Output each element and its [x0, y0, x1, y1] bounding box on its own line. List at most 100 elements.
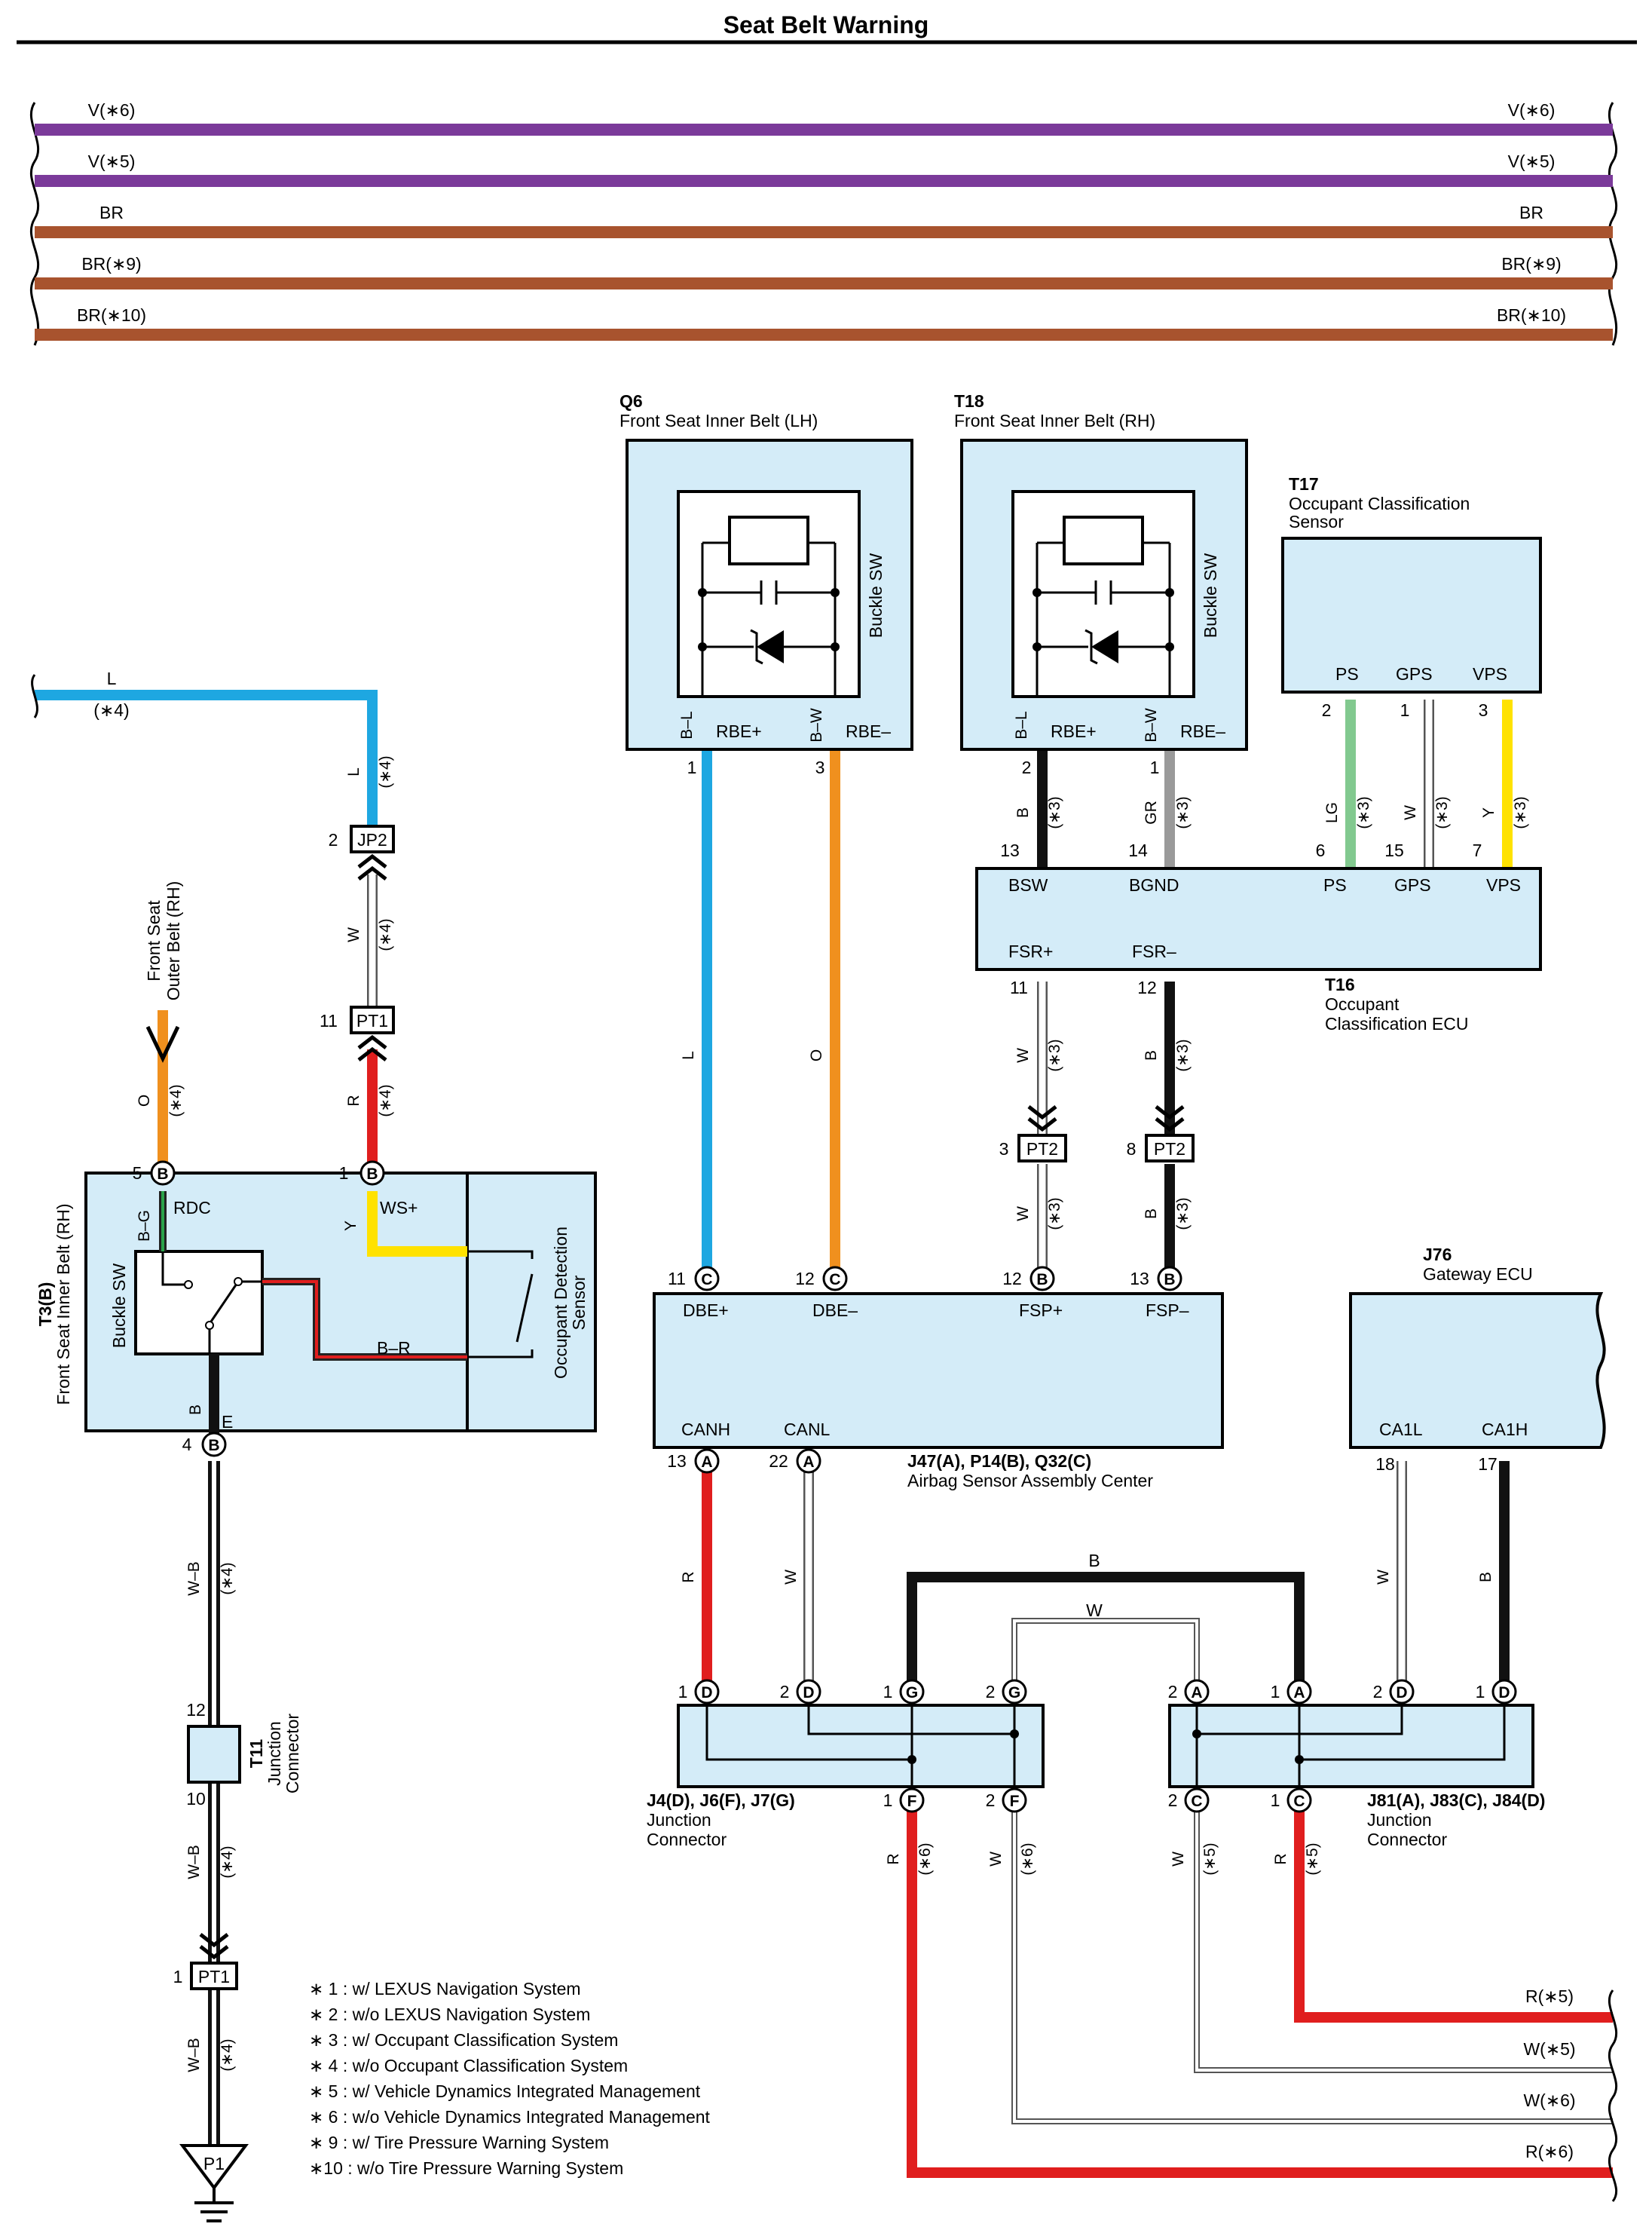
jc-right-pin-letter: C	[1191, 1793, 1202, 1810]
airbag-terminal: FSP+	[1019, 1300, 1063, 1320]
bus-label-left: BR(∗9)	[81, 254, 141, 274]
bus-label-right: BR(∗9)	[1501, 254, 1561, 274]
wire-color-label: R	[885, 1853, 902, 1864]
q6-node	[831, 642, 840, 651]
t18-code: T18	[954, 391, 984, 411]
pt2-right-code: PT2	[1154, 1139, 1185, 1159]
pt2-left-code: PT2	[1026, 1139, 1058, 1159]
jc-left-pin-letter: F	[907, 1793, 917, 1810]
q6-wire-label: B–L	[678, 711, 696, 739]
pt1-bottom-box	[190, 1962, 238, 1990]
t3-switch-blade	[208, 1281, 240, 1325]
q6-node	[831, 588, 840, 597]
t11-name: Connector	[283, 1714, 302, 1793]
wire-end-label: R(∗5)	[1525, 1986, 1574, 2006]
jc-right-bus	[1195, 1701, 1506, 1787]
t18-node	[1165, 642, 1174, 651]
jc-right-name: Connector	[1367, 1830, 1447, 1849]
outer-belt-label: Outer Belt (RH)	[164, 881, 183, 1000]
pt2-left-box	[1017, 1134, 1067, 1162]
jc-left-pin: 2	[986, 1682, 996, 1701]
pt1-top-box	[350, 1006, 395, 1034]
t18-pin: 1	[1150, 758, 1160, 777]
jc-right-pin-circle	[1389, 1679, 1415, 1705]
pt2-right-chevron-icon	[1155, 1105, 1185, 1132]
t16-terminal: FSR+	[1008, 942, 1053, 961]
jc-left-pin: 2	[986, 1790, 996, 1810]
left-wire-labels: L (∗4) L (∗4) W (∗4) R (∗4) O (∗4)	[93, 669, 394, 1117]
t11-pin: 12	[186, 1700, 206, 1720]
jc-left-pin-circle	[1002, 1787, 1027, 1813]
airbag-pin: 12	[1002, 1269, 1022, 1288]
airbag-pin-circle	[796, 1448, 821, 1474]
airbag-name: Airbag Sensor Assembly Center	[907, 1471, 1153, 1490]
wire-w5-run	[1195, 1809, 1613, 2072]
t16-pin: 6	[1316, 841, 1326, 860]
airbag-sensor-assembly: C 11 C 12 B 12 B 13 DBE+ DBE– FSP+ FSP– …	[653, 1266, 1224, 1490]
outer-belt-label: Front Seat	[144, 900, 164, 982]
airbag-pin: 22	[769, 1451, 788, 1471]
footnote: ∗ 1 : w/ LEXUS Navigation System	[309, 1979, 581, 1999]
t18-switch-element	[1063, 516, 1144, 565]
airbag-box	[653, 1292, 1224, 1449]
wire-color-label: LG	[1323, 802, 1341, 823]
t16-terminal: PS	[1323, 875, 1347, 895]
wire-note-label: (∗4)	[377, 918, 394, 951]
wire-color-label: W	[1402, 805, 1419, 820]
j76-name: Gateway ECU	[1423, 1264, 1533, 1284]
t11-junction-connector: W–B (∗4) 12 10 T11 Junction Connector W–…	[185, 1561, 302, 1879]
airbag-pin-circle	[694, 1266, 720, 1291]
t3-pin-letter: B	[157, 1165, 168, 1183]
pt1-connector-bottom: PT1 1 W–B (∗4)	[173, 1933, 238, 2072]
wire-color-label: R	[345, 1095, 363, 1106]
bus-label-left: BR(∗10)	[77, 305, 146, 325]
bottom-wire-labels: R (∗6) W (∗6) W (∗5) R (∗5) R(∗5) W(∗5) …	[885, 1842, 1576, 2161]
t18-diode-bar	[1085, 629, 1098, 665]
wire-color-label: B	[1477, 1572, 1494, 1582]
bus-label-right: BR(∗10)	[1497, 305, 1566, 325]
q6-wire-label: B–W	[808, 708, 825, 743]
t3-pin-circle	[201, 1432, 227, 1457]
jc-right-pin-circle	[1286, 1679, 1312, 1705]
airbag-terminal: CANL	[784, 1420, 831, 1439]
t3-sensor-label: Sensor	[569, 1275, 589, 1330]
wire-end-label: R(∗6)	[1525, 2142, 1574, 2161]
t11-code: T11	[246, 1739, 266, 1769]
wire-note-label: (∗6)	[1019, 1842, 1036, 1875]
airbag-pin: 12	[795, 1269, 815, 1288]
jc-right-pin: 1	[1271, 1790, 1280, 1810]
pt2-connector-left: PT2 3	[999, 1105, 1067, 1162]
t17-name: Occupant Classification	[1289, 494, 1470, 513]
jc-right-pin-circle	[1286, 1787, 1312, 1813]
t18-terminal: RBE+	[1051, 721, 1097, 741]
t17-code: T17	[1289, 474, 1319, 494]
wire-color-label: B	[1088, 1551, 1100, 1570]
airbag-code: J47(A), P14(B), Q32(C)	[907, 1451, 1091, 1471]
q6-pin: 1	[687, 758, 697, 777]
t17-terminal: PS	[1335, 664, 1359, 684]
airbag-pin: 11	[668, 1269, 686, 1288]
front-seat-outer-belt-rh: Front Seat Outer Belt (RH)	[144, 881, 183, 1063]
ground-symbol-icon	[194, 2188, 234, 2222]
t3-switch-node	[234, 1277, 243, 1286]
pt1-bottom-pin: 1	[173, 1967, 183, 1986]
t16-box	[975, 867, 1542, 971]
q6-switch-element	[728, 516, 809, 565]
airbag-pin-circle	[1157, 1266, 1182, 1291]
wire-color-label: W	[1170, 1852, 1187, 1867]
t18-switch-circuit	[1036, 541, 1171, 697]
pt1-top-code: PT1	[356, 1011, 388, 1031]
t17-occupant-classification-sensor: T17 Occupant Classification Sensor PS GP…	[1281, 474, 1542, 720]
jc-left-pin-circle	[899, 1679, 925, 1705]
t3-wire-color: Y	[342, 1221, 359, 1231]
jc-right-pin-letter: D	[1396, 1684, 1407, 1701]
t16-input-wire-labels: B (∗3) GR (∗3) LG (∗3) W (∗3) Y (∗3)	[1014, 796, 1529, 829]
diagram-title: Seat Belt Warning	[724, 11, 929, 38]
jc-right-pin-letter: A	[1191, 1684, 1202, 1701]
airbag-pin-letter: A	[803, 1453, 814, 1471]
jc-left-pin-letter: G	[1008, 1684, 1020, 1701]
footnote: ∗ 3 : w/ Occupant Classification System	[309, 2030, 618, 2050]
jc-left-pin-circle	[1002, 1679, 1027, 1705]
footnote: ∗ 6 : w/o Vehicle Dynamics Integrated Ma…	[309, 2107, 711, 2127]
wire-note-label: (∗5)	[1201, 1842, 1219, 1875]
